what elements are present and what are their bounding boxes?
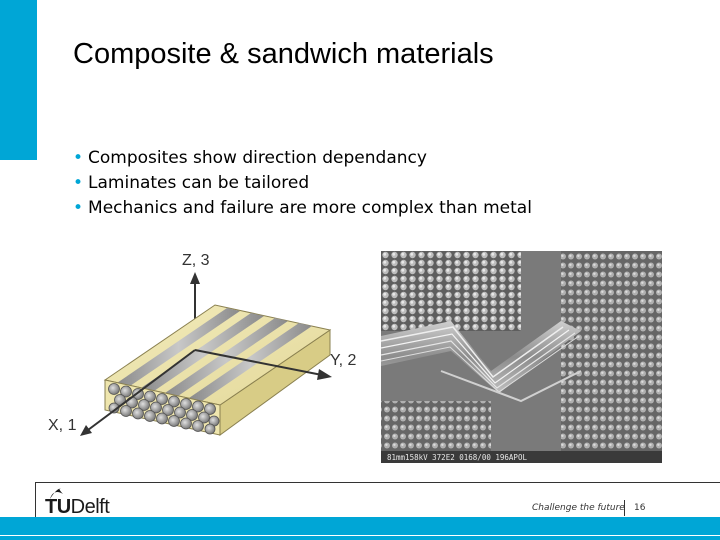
bullet-list: •Composites show direction dependancy •L… [73, 146, 532, 221]
footer-rule [35, 482, 720, 483]
bullet-text: Mechanics and failure are more complex t… [88, 198, 532, 218]
bullet-text: Composites show direction dependancy [88, 148, 427, 168]
bullet-item: •Composites show direction dependancy [73, 146, 532, 171]
fiber-region [381, 401, 491, 451]
slide-title: Composite & sandwich materials [73, 38, 494, 70]
y-axis-label: Y, 2 [330, 352, 357, 369]
composite-axis-diagram: Z, 3 [48, 252, 357, 436]
y-axis-arrow [317, 369, 332, 380]
bullet-icon: • [73, 148, 84, 168]
footer-left-tick [35, 482, 36, 517]
page-divider [624, 500, 625, 516]
micrograph-caption: 81mm158kV 372E2 0168/00 196APOL [387, 453, 527, 462]
flame-icon [50, 488, 63, 499]
footer-tagline: Challenge the future [532, 503, 625, 513]
bullet-item: •Mechanics and failure are more complex … [73, 196, 532, 221]
bullet-item: •Laminates can be tailored [73, 171, 532, 196]
x-axis-label: X, 1 [48, 417, 77, 434]
bullet-text: Laminates can be tailored [88, 173, 310, 193]
x-axis-line [87, 349, 196, 431]
z-axis-arrow [190, 272, 200, 284]
page-number: 16 [634, 503, 646, 513]
y-axis-line [194, 349, 323, 376]
bottom-accent-band [0, 517, 720, 540]
x-axis-arrow [80, 425, 92, 436]
logo-tu: TU [45, 496, 71, 518]
z-axis-label: Z, 3 [182, 252, 210, 269]
accent-bar [0, 0, 37, 160]
fiber-region [561, 251, 662, 451]
logo-text: TUDelft [45, 496, 110, 519]
kink-band [381, 321, 582, 403]
bottom-band-line [0, 535, 720, 536]
bullet-icon: • [73, 198, 84, 218]
fiber-ends [108, 383, 220, 435]
bullet-icon: • [73, 173, 84, 193]
sem-micrograph-image: 81mm158kV 372E2 0168/00 196APOL [381, 251, 662, 463]
fiber-region [381, 251, 521, 331]
logo-delft: Delft [70, 496, 110, 518]
